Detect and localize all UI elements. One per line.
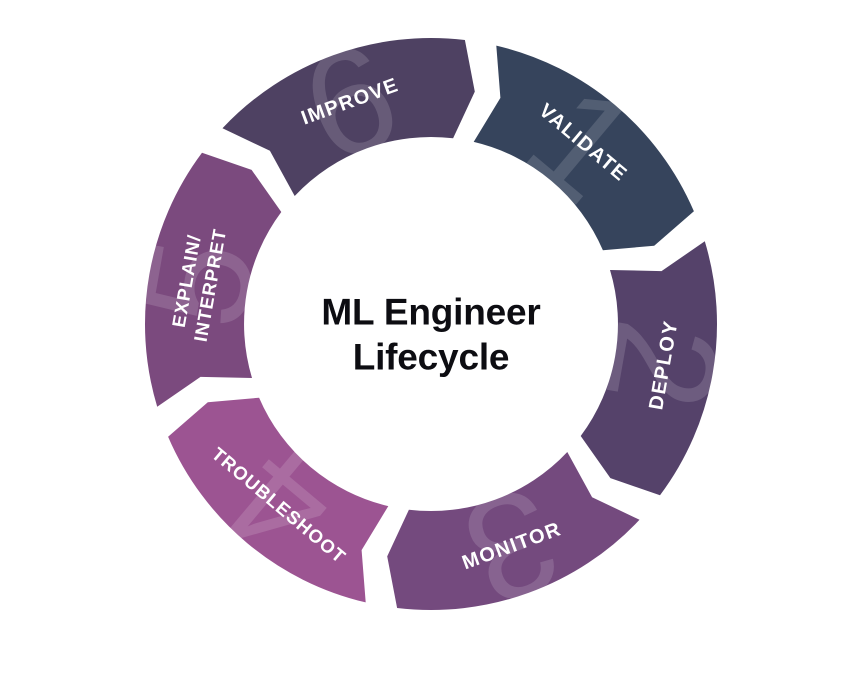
center-title-line1: ML Engineer [321, 292, 540, 333]
cycle-segment-5-explain-interpret[interactable]: 5 EXPLAIN/ INTERPRET [108, 152, 288, 407]
segment-5-shape[interactable] [144, 152, 282, 407]
center-title-line2: Lifecycle [353, 337, 510, 378]
segment-3-shape[interactable] [387, 452, 640, 611]
cycle-segment-2-deploy[interactable]: 2 DEPLOY [574, 241, 754, 496]
segment-6-shape[interactable] [222, 37, 475, 196]
cycle-segment-6-improve[interactable]: 6 IMPROVE [222, 9, 475, 196]
segment-1-shape[interactable] [473, 45, 694, 251]
segment-2-shape[interactable] [580, 241, 718, 496]
center-disc [278, 171, 584, 477]
cycle-segment-1-validate[interactable]: 1 VALIDATE [473, 45, 694, 251]
cycle-segment-4-troubleshoot[interactable]: 4 TROUBLESHOOT [168, 397, 389, 603]
segment-4-shape[interactable] [168, 397, 389, 603]
cycle-segment-3-monitor[interactable]: 3 MONITOR [387, 452, 640, 639]
